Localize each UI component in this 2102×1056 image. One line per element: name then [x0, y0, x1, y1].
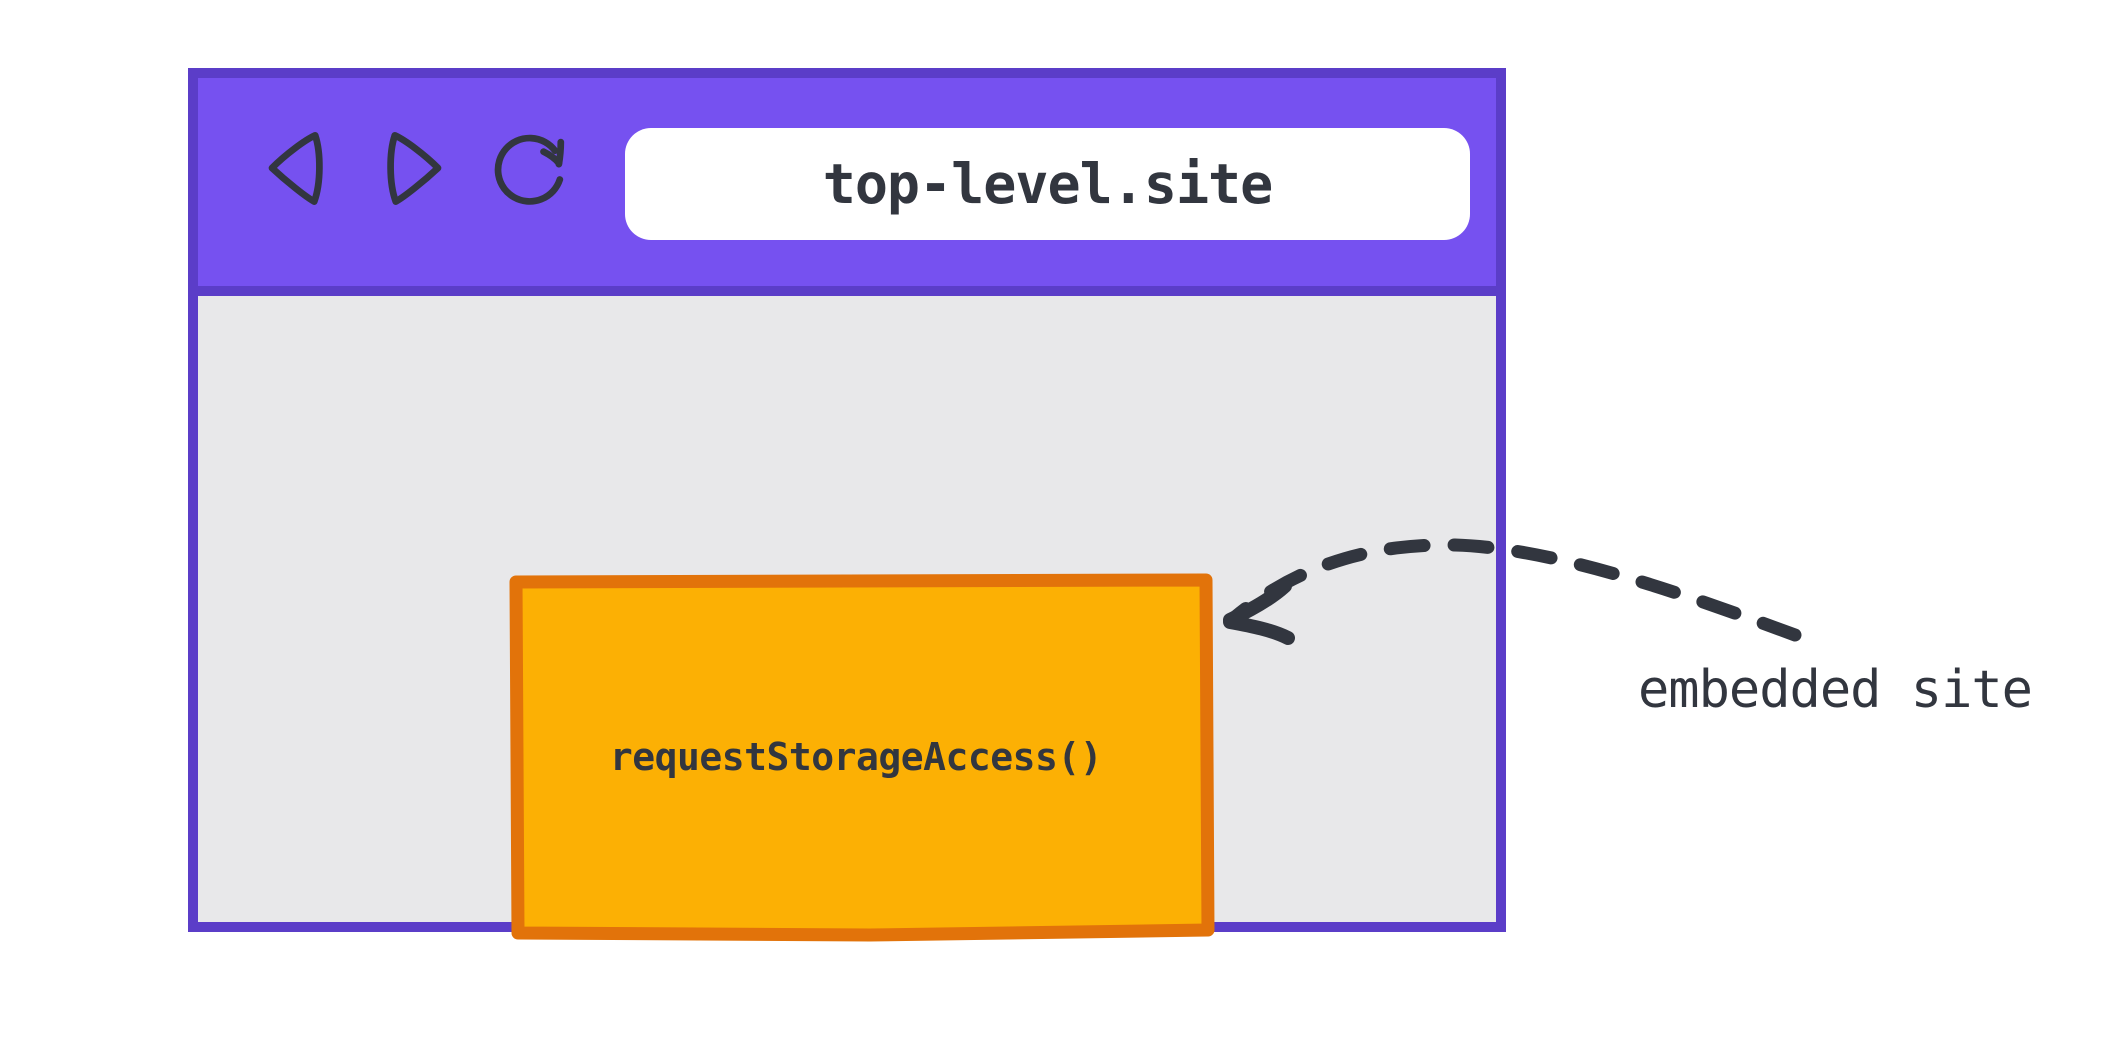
annotation-label: embedded site	[1638, 660, 2033, 720]
navigation-button-group	[248, 120, 580, 216]
reload-button[interactable]	[484, 120, 580, 216]
page-viewport: requestStorageAccess()	[198, 296, 1496, 942]
forward-arrow-icon	[387, 132, 442, 205]
embedded-frame-border	[509, 573, 1215, 942]
back-button[interactable]	[248, 120, 344, 216]
embedded-frame-label: requestStorageAccess()	[609, 735, 1103, 779]
address-bar-value: top-level.site	[822, 152, 1274, 216]
address-bar[interactable]: top-level.site	[625, 128, 1470, 240]
embedded-site-frame[interactable]: requestStorageAccess()	[509, 573, 1215, 942]
forward-button[interactable]	[366, 120, 462, 216]
browser-window: top-level.site requestStorageAccess()	[188, 68, 1506, 942]
browser-toolbar: top-level.site	[198, 78, 1496, 296]
back-arrow-icon	[268, 132, 323, 205]
reload-icon	[494, 134, 565, 205]
embedded-frame-fill	[515, 581, 1203, 933]
